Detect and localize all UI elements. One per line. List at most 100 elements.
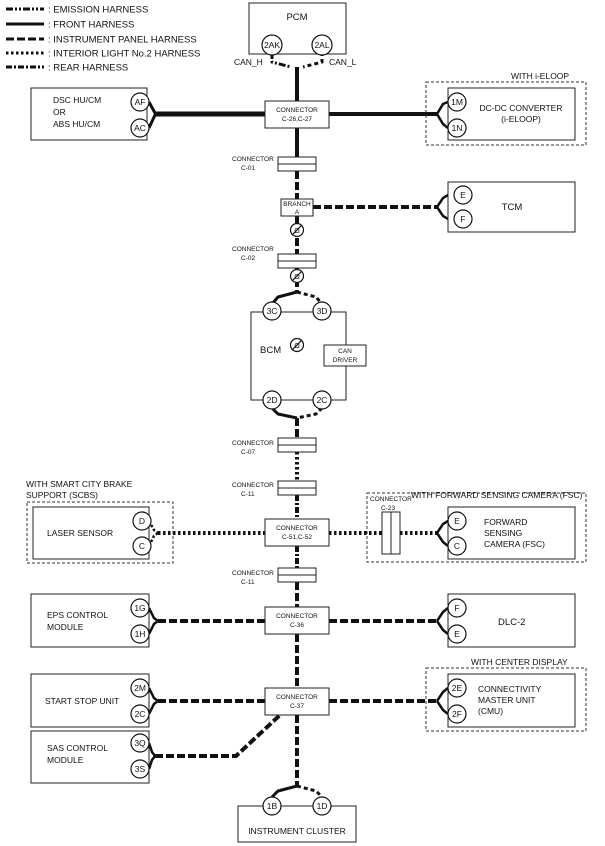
sas-pin-3q bbox=[130, 733, 150, 753]
sas-module: SAS CONTROL MODULE 3Q 3S bbox=[30, 730, 150, 784]
svg-text:Ω: Ω bbox=[294, 272, 300, 281]
svg-text:2C: 2C bbox=[135, 709, 146, 719]
dsc-label-line1: DSC HU/CM bbox=[53, 95, 101, 105]
svg-text:C-37: C-37 bbox=[290, 703, 304, 710]
terminating-resistor-1: Ω bbox=[289, 222, 305, 238]
dcdc-group-label: WITH i-ELOOP bbox=[511, 71, 569, 81]
start-stop-pin-2c bbox=[130, 704, 150, 724]
fsc-module: WITH FORWARD SENSING CAMERA (FSC) CONNEC… bbox=[366, 490, 587, 563]
svg-text:CONNECTOR: CONNECTOR bbox=[232, 246, 274, 253]
connector-c01: CONNECTOR C-01 bbox=[232, 156, 317, 172]
connector-c07: CONNECTOR C-07 bbox=[232, 437, 317, 456]
sas-label-line2: MODULE bbox=[47, 755, 84, 765]
can-h-label: CAN_H bbox=[234, 57, 263, 67]
svg-text:CONNECTOR: CONNECTOR bbox=[232, 570, 274, 577]
laser-group-line1: WITH SMART CITY BRAKE bbox=[26, 479, 133, 489]
legend: : EMISSION HARNESS : FRONT HARNESS : INS… bbox=[6, 5, 200, 74]
dlc-title: DLC-2 bbox=[498, 617, 525, 628]
svg-text:C-11: C-11 bbox=[241, 579, 255, 586]
svg-text:2M: 2M bbox=[134, 683, 146, 693]
svg-text:E: E bbox=[454, 629, 460, 639]
pcm-pin-2ak bbox=[261, 34, 283, 56]
svg-text:C-51,C-52: C-51,C-52 bbox=[282, 534, 312, 541]
can-l-label: CAN_L bbox=[329, 57, 357, 67]
svg-text:2D: 2D bbox=[267, 395, 278, 405]
cluster-title: INSTRUMENT CLUSTER bbox=[248, 826, 346, 836]
svg-text:C-36: C-36 bbox=[290, 622, 304, 629]
connector-c11-upper: CONNECTOR C-11 bbox=[232, 480, 317, 498]
eps-pin-1g bbox=[130, 598, 150, 618]
legend-emission-label: : EMISSION HARNESS bbox=[48, 5, 148, 16]
svg-text:3Q: 3Q bbox=[134, 738, 146, 748]
dcdc-module: WITH i-ELOOP 1M 1N DC-DC CONVERTER (i-EL… bbox=[425, 71, 587, 146]
cmu-pin-2f bbox=[447, 704, 467, 724]
svg-text:CONNECTOR: CONNECTOR bbox=[276, 525, 318, 532]
start-stop-title: START STOP UNIT bbox=[45, 696, 119, 706]
svg-text:C-01: C-01 bbox=[241, 165, 255, 172]
dlc2-module: F E DLC-2 bbox=[447, 593, 576, 648]
svg-text:D: D bbox=[139, 516, 145, 526]
svg-text:3D: 3D bbox=[317, 306, 328, 316]
dsc-pin-ac bbox=[130, 118, 150, 138]
svg-text:CONNECTOR: CONNECTOR bbox=[276, 613, 318, 620]
laser-title: LASER SENSOR bbox=[47, 528, 113, 538]
tcm-pin-e bbox=[453, 185, 473, 205]
svg-text:CONNECTOR: CONNECTOR bbox=[370, 496, 412, 503]
fsc-pin-c bbox=[447, 536, 467, 556]
dcdc-pin-1m bbox=[447, 92, 467, 112]
svg-text:1B: 1B bbox=[267, 801, 278, 811]
svg-text:C: C bbox=[454, 541, 460, 551]
eps-label-line1: EPS CONTROL bbox=[47, 610, 108, 620]
bcm-module: 3C 3D BCM Ω CAN DRIVER 2D 2C bbox=[250, 301, 367, 410]
cmu-label-line1: CONNECTIVITY bbox=[478, 684, 542, 694]
connector-c37: CONNECTOR C-37 bbox=[264, 687, 330, 716]
fsc-label-line3: CAMERA (FSC) bbox=[484, 539, 545, 549]
svg-text:F: F bbox=[460, 214, 465, 224]
terminating-resistor-2: Ω bbox=[289, 268, 305, 284]
can-driver-box bbox=[323, 344, 367, 367]
sas-pin-3s bbox=[130, 759, 150, 779]
connector-c36: CONNECTOR C-36 bbox=[264, 606, 330, 635]
bcm-title: BCM bbox=[260, 345, 281, 356]
svg-text:3C: 3C bbox=[267, 306, 278, 316]
fsc-label-line2: SENSING bbox=[484, 528, 522, 538]
svg-text:1H: 1H bbox=[135, 629, 146, 639]
dcdc-pin-1n bbox=[447, 118, 467, 138]
svg-text:DRIVER: DRIVER bbox=[333, 357, 358, 364]
dsc-pin-af bbox=[130, 92, 150, 112]
laser-pin-d bbox=[132, 511, 152, 531]
svg-text:BRANCH: BRANCH bbox=[283, 201, 311, 208]
svg-text:C-26,C-27: C-26,C-27 bbox=[282, 116, 312, 123]
cluster-pin-1d bbox=[312, 796, 332, 816]
eps-label-line2: MODULE bbox=[47, 622, 84, 632]
bcm-pin-3d bbox=[312, 301, 332, 321]
cmu-pin-2e bbox=[447, 678, 467, 698]
start-stop-module: START STOP UNIT 2M 2C bbox=[30, 673, 150, 728]
tcm-module: E F TCM bbox=[447, 181, 576, 233]
svg-text:CONNECTOR: CONNECTOR bbox=[232, 440, 274, 447]
instrument-cluster-module: 1B 1D INSTRUMENT CLUSTER bbox=[237, 796, 357, 843]
legend-instrument-label: : INSTRUMENT PANEL HARNESS bbox=[48, 35, 197, 46]
fsc-label-line1: FORWARD bbox=[484, 517, 527, 527]
svg-text:2F: 2F bbox=[452, 709, 462, 719]
svg-text:1N: 1N bbox=[452, 123, 463, 133]
dcdc-label-line1: DC-DC CONVERTER bbox=[480, 103, 563, 113]
svg-text:CAN: CAN bbox=[338, 348, 352, 355]
pcm-title: PCM bbox=[286, 12, 307, 23]
svg-text:CONNECTOR: CONNECTOR bbox=[232, 156, 274, 163]
svg-text:1D: 1D bbox=[317, 801, 328, 811]
svg-text:E: E bbox=[454, 516, 460, 526]
svg-text:C-11: C-11 bbox=[241, 491, 255, 498]
svg-text:CONNECTOR: CONNECTOR bbox=[276, 694, 318, 701]
legend-interior-label: : INTERIOR LIGHT No.2 HARNESS bbox=[48, 49, 200, 60]
dcdc-label-line2: (i-ELOOP) bbox=[501, 114, 541, 124]
bcm-pin-2d bbox=[262, 390, 282, 410]
cmu-module: WITH CENTER DISPLAY 2E 2F CONNECTIVITY M… bbox=[425, 657, 587, 732]
dlc-pin-e bbox=[447, 624, 467, 644]
legend-rear-label: : REAR HARNESS bbox=[48, 63, 128, 74]
dlc-pin-f bbox=[447, 598, 467, 618]
fsc-pin-e bbox=[447, 511, 467, 531]
cmu-label-line3: (CMU) bbox=[478, 706, 503, 716]
legend-front-label: : FRONT HARNESS bbox=[48, 20, 134, 31]
